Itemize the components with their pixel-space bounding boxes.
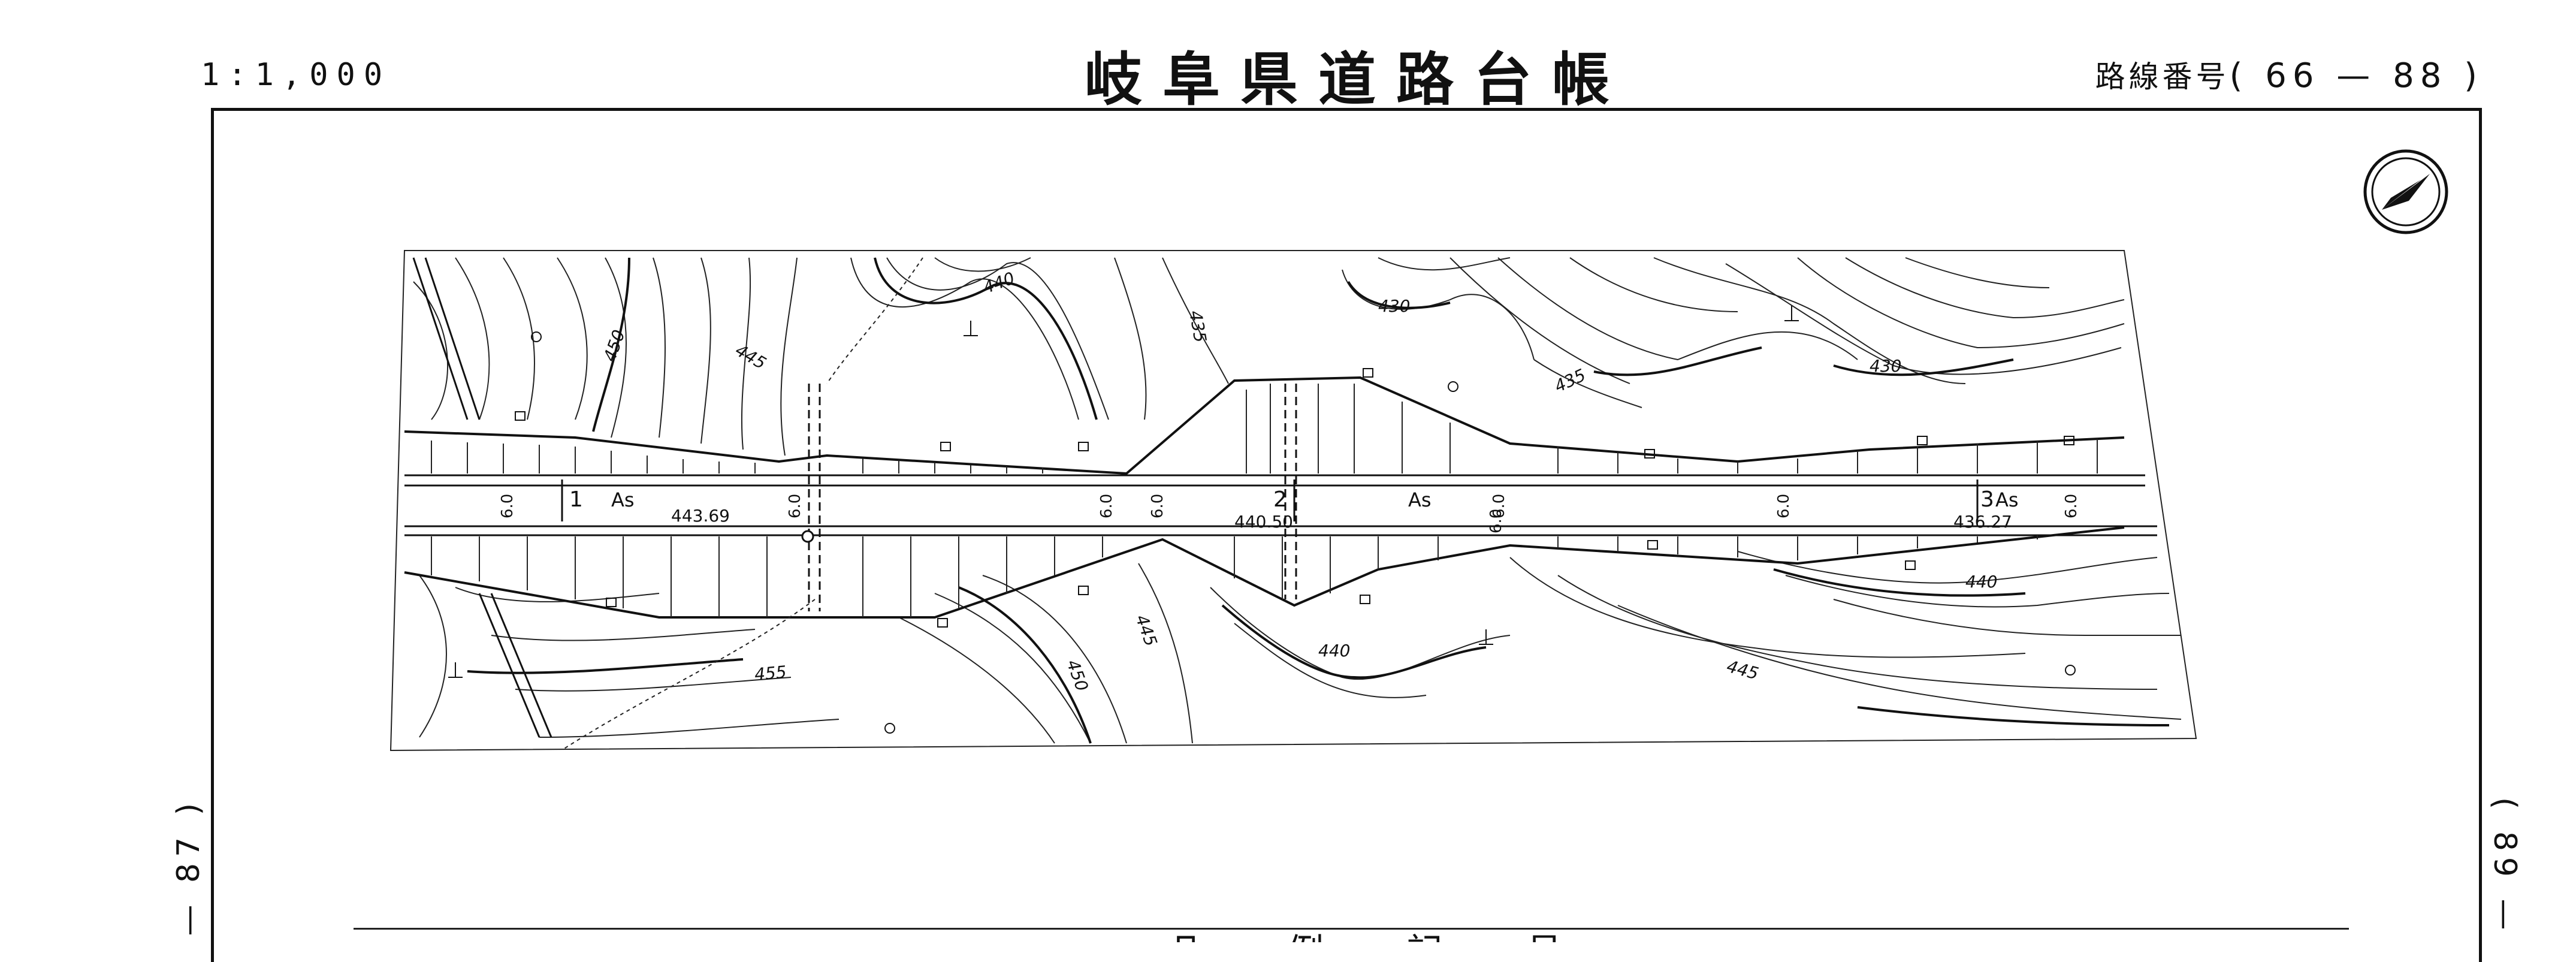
width-mark-5: 6.0 — [1490, 494, 1508, 518]
channel-lines — [808, 384, 1297, 611]
sheet-header: 1:1,000 岐阜県道路台帳 路線番号( 66 — 88 ) — [0, 0, 2576, 113]
contour-label-445b: 445 — [1131, 612, 1161, 649]
broadleaf-tree-icon — [884, 723, 895, 734]
building-icon — [606, 598, 617, 607]
building-icon — [1078, 586, 1089, 595]
contour-label-430b: 430 — [1870, 356, 1901, 376]
north-arrow-icon — [2363, 149, 2448, 234]
station-ticks — [561, 480, 1979, 521]
building-icon — [1644, 449, 1655, 459]
broadleaf-tree-icon — [2065, 665, 2076, 675]
contour-label-445c: 445 — [1725, 656, 1760, 684]
elevation-label-1: 443.69 — [671, 506, 730, 526]
surface-label-1: As — [611, 488, 635, 511]
map-boundary — [389, 250, 2197, 752]
contour-label-435a: 435 — [1185, 309, 1210, 343]
building-icon — [1360, 595, 1370, 604]
legend-heading: 凡 例 記 号 — [1168, 923, 1598, 942]
building-icon — [1905, 560, 1916, 570]
surface-label-3: As — [1995, 488, 2019, 511]
map-scale: 1:1,000 — [201, 57, 391, 93]
contour-label-440c: 440 — [1965, 572, 1997, 592]
station-1-label: 1 — [569, 487, 583, 512]
width-mark-4: 6.0 — [1149, 494, 1167, 518]
legend-separator — [354, 928, 2349, 930]
map-symbols — [448, 306, 2076, 734]
building-icon — [940, 442, 951, 451]
width-mark-8: 6.0 — [1487, 509, 1505, 533]
wasteland-icon — [448, 662, 463, 678]
next-sheet-label: ( 89 — — [2487, 797, 2523, 936]
surface-label-2: As — [1408, 488, 1432, 511]
contour-label-445a: 445 — [732, 340, 770, 373]
road-map: 1 As 443.69 2 As 440.50 3 As 436.27 6.0 … — [389, 149, 2448, 752]
building-icon — [937, 618, 948, 628]
width-mark-1: 6.0 — [499, 494, 517, 518]
dashed-path — [563, 257, 923, 750]
building-icon — [1363, 368, 1373, 378]
route-number-label: 路線番号 — [2095, 59, 2230, 94]
station-2-label: 2 — [1273, 487, 1287, 512]
width-mark-3: 6.0 — [1098, 494, 1116, 518]
building-icon — [1078, 442, 1089, 451]
wasteland-icon — [1784, 306, 1799, 321]
building-icon — [2064, 436, 2074, 445]
bridge-marker-icon — [801, 530, 814, 543]
contour-label-440b: 440 — [1318, 641, 1350, 661]
side-road — [412, 257, 552, 738]
page-title: 岐阜県道路台帳 — [1085, 46, 1630, 113]
map-frame — [211, 108, 2482, 962]
broadleaf-tree-icon — [531, 331, 542, 342]
elevation-label-2: 440.50 — [1234, 512, 1293, 532]
contour-lines-lower — [419, 551, 2182, 744]
width-mark-2: 6.0 — [786, 494, 804, 518]
contour-label-430a: 430 — [1378, 296, 1410, 316]
index-contours — [592, 257, 2014, 432]
wasteland-icon — [1479, 629, 1493, 645]
station-3-label: 3 — [1980, 487, 1994, 512]
width-mark-6: 6.0 — [1775, 494, 1793, 518]
contour-label-435b: 435 — [1551, 365, 1589, 396]
route-number-value: ( 66 — 88 ) — [2229, 56, 2483, 95]
building-icon — [1917, 436, 1928, 445]
building-icon — [1647, 540, 1658, 550]
broadleaf-tree-icon — [1448, 381, 1458, 392]
route-number: 路線番号( 66 — 88 ) — [2095, 53, 2483, 96]
contour-label-455: 455 — [754, 662, 787, 684]
contour-lines — [413, 257, 2125, 456]
road-edges — [404, 376, 2125, 619]
contour-label-450a: 450 — [600, 327, 629, 364]
elevation-label-3: 436.27 — [1953, 512, 2012, 532]
building-icon — [515, 411, 526, 421]
road-carriageway — [404, 474, 2157, 536]
width-mark-7: 6.0 — [2062, 494, 2080, 518]
index-contours-lower — [467, 568, 2170, 744]
wasteland-icon — [964, 321, 978, 336]
slope-hatches — [431, 384, 2098, 617]
